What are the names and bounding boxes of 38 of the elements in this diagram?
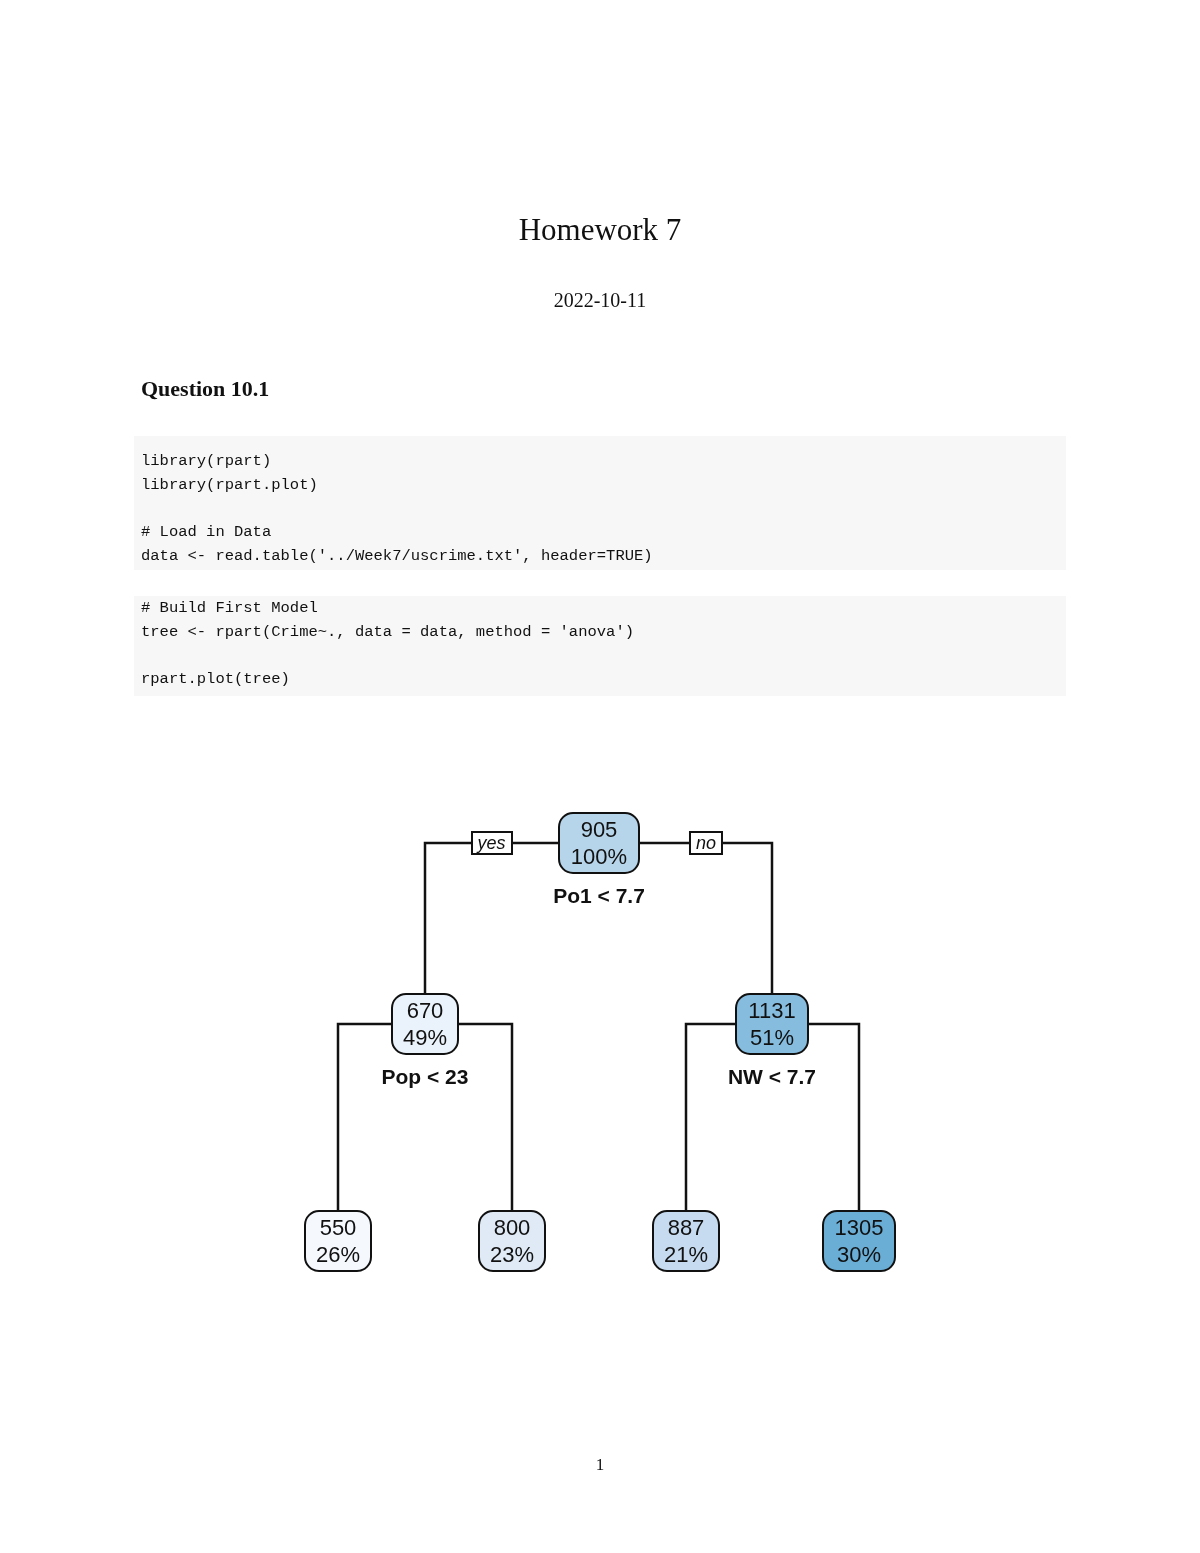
- date-text: 2022-10-11: [552, 288, 648, 312]
- tree-node-box: [478, 1210, 546, 1272]
- node-percent: 26%: [315, 1241, 360, 1268]
- node-percent: 100%: [570, 843, 628, 870]
- tree-branch-line: [336, 1022, 391, 1210]
- node-percent: 30%: [836, 1241, 881, 1268]
- tree-branch-line: [459, 1022, 514, 1210]
- page-number: 1: [594, 1454, 606, 1476]
- tree-branch-line: [684, 1022, 735, 1210]
- code-line: tree <- rpart(Crime~., data = data, method = 'anova'): [141, 622, 634, 643]
- node-value: 1131: [748, 997, 796, 1024]
- edge-label: no: [689, 831, 723, 855]
- node-percent: 21%: [663, 1241, 708, 1268]
- node-value: 550: [319, 1214, 357, 1241]
- node-percent: 23%: [489, 1241, 534, 1268]
- code-line: library(rpart): [141, 451, 272, 472]
- node-value: 1305: [834, 1214, 884, 1241]
- tree-node-box: [652, 1210, 720, 1272]
- tree-node-box: [558, 812, 640, 874]
- node-value: 670: [406, 997, 444, 1024]
- code-line: data <- read.table('../Week7/uscrime.txt', header=TRUE): [141, 546, 653, 567]
- node-percent: 51%: [749, 1024, 794, 1051]
- node-value: 887: [667, 1214, 705, 1241]
- tree-node-box: [822, 1210, 896, 1272]
- node-value: 905: [580, 816, 618, 843]
- tree-node-box: [735, 993, 809, 1055]
- tree-branch-line: [809, 1022, 861, 1210]
- node-percent: 49%: [402, 1024, 447, 1051]
- document-title: Homework 7: [517, 211, 683, 249]
- code-line: library(rpart.plot): [141, 475, 318, 496]
- code-comment: # Build First Model: [141, 598, 318, 619]
- code-line: rpart.plot(tree): [141, 669, 290, 690]
- node-value: 800: [493, 1214, 531, 1241]
- code-comment: # Load in Data: [141, 522, 272, 543]
- tree-node-box: [304, 1210, 372, 1272]
- section-heading: Question 10.1: [141, 377, 270, 401]
- edge-label: yes: [470, 831, 513, 855]
- tree-node-box: [391, 993, 459, 1055]
